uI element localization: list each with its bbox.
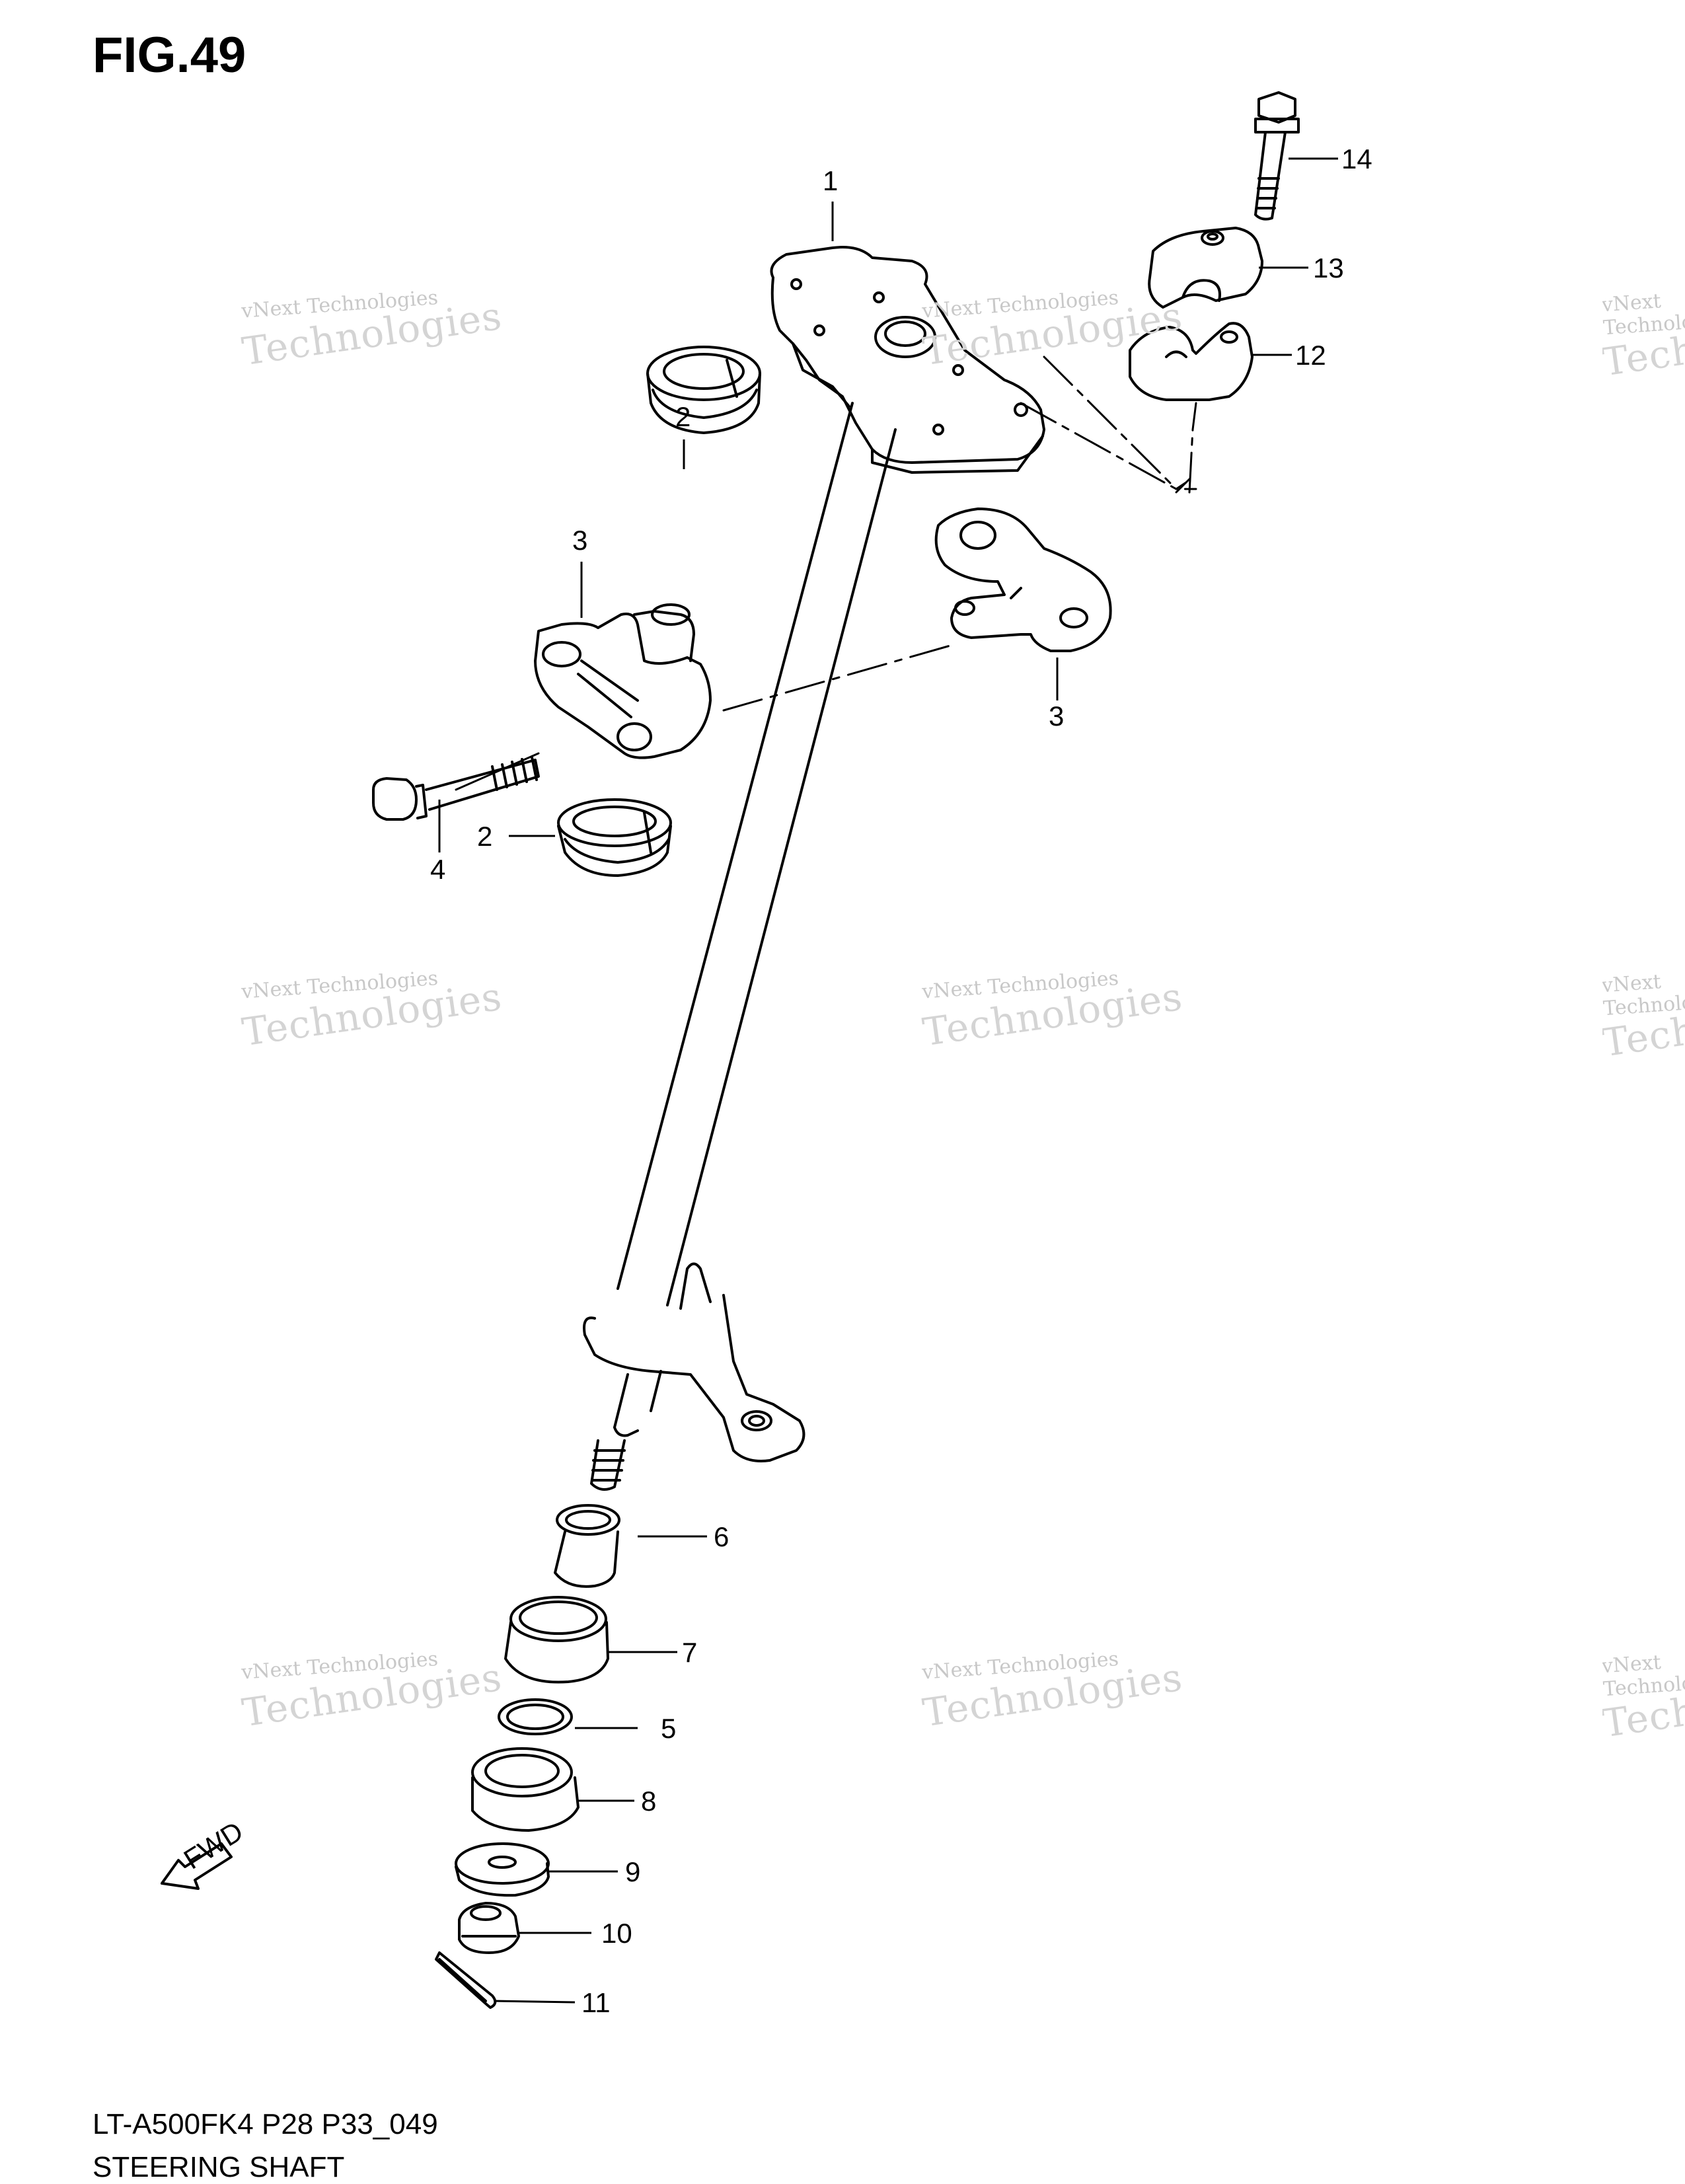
- seal-part-7: [504, 1596, 609, 1684]
- nut-part-10: [458, 1902, 520, 1954]
- assembly-lines: [455, 356, 1197, 791]
- washer-part-9: [455, 1842, 550, 1897]
- callout-12: 12: [1295, 340, 1326, 371]
- o-ring-part-5: [498, 1698, 573, 1735]
- clamp-left-part-3: [534, 603, 712, 759]
- callout-4: 4: [430, 854, 445, 885]
- callout-11: 11: [581, 1987, 611, 2018]
- handlebar-holder-lower-part-12: [1129, 322, 1254, 401]
- bush-upper-part-2: [646, 346, 761, 434]
- callout-2-upper: 2: [675, 401, 691, 432]
- callout-9: 9: [625, 1856, 640, 1887]
- callout-8: 8: [641, 1786, 656, 1817]
- fwd-label: FWD: [178, 1815, 248, 1875]
- callout-10: 10: [601, 1918, 632, 1949]
- callout-7: 7: [682, 1637, 697, 1668]
- callout-3-left: 3: [572, 525, 587, 556]
- steering-shaft-part-1: [583, 246, 1045, 1491]
- callout-2-lower: 2: [477, 821, 492, 852]
- callout-3-right: 3: [1049, 700, 1064, 732]
- callout-1: 1: [823, 165, 838, 196]
- bolt-part-4: [372, 756, 540, 821]
- handlebar-holder-upper-part-13: [1148, 227, 1263, 309]
- figure-title: FIG.49: [93, 27, 246, 83]
- bearing-part-8: [471, 1747, 580, 1832]
- callout-6: 6: [714, 1521, 729, 1552]
- figure-name: STEERING SHAFT: [93, 2151, 345, 2183]
- cotter-pin-part-11: [435, 1951, 497, 2009]
- callout-5: 5: [661, 1713, 676, 1744]
- fwd-arrow-icon: [161, 1842, 233, 1890]
- figure-code: LT-A500FK4 P28 P33_049: [93, 2108, 438, 2140]
- bush-part-6: [554, 1504, 620, 1588]
- callout-14: 14: [1341, 143, 1372, 174]
- callout-13: 13: [1313, 252, 1344, 283]
- bolt-part-14: [1254, 91, 1300, 221]
- clamp-right-part-3: [934, 508, 1112, 652]
- bush-lower-part-2: [557, 798, 672, 877]
